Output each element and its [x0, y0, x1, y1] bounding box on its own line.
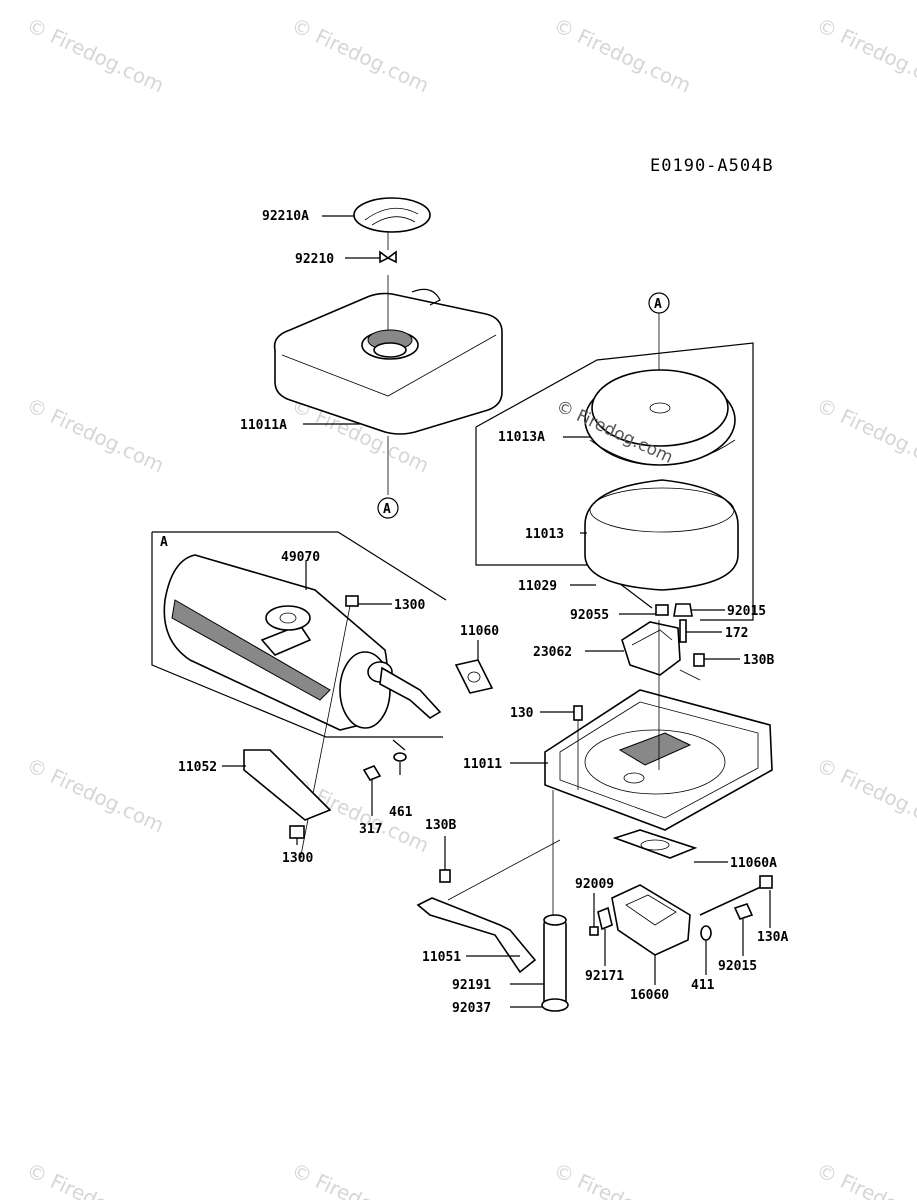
- clamp-92037: [510, 998, 569, 1012]
- bracket-11052: [222, 749, 332, 821]
- washer-461: [392, 739, 407, 775]
- callout-92171: 92171: [585, 969, 624, 984]
- callout-130B-upper: 130B: [743, 653, 774, 668]
- muffler-gasket: [454, 640, 494, 694]
- air-cleaner-cover: [273, 275, 503, 495]
- callout-11060: 11060: [460, 624, 499, 639]
- watermark: © Firedog.com: [813, 13, 917, 98]
- marker-label: A: [654, 297, 662, 312]
- air-cleaner-base: [510, 620, 773, 831]
- muffler: [163, 554, 442, 731]
- callout-11029: 11029: [518, 579, 557, 594]
- callout-11060A: 11060A: [730, 856, 777, 871]
- reference-marker-a-left: A: [377, 497, 399, 519]
- callout-130: 130: [510, 706, 534, 721]
- callout-130A: 130A: [757, 930, 788, 945]
- outer-element: [563, 369, 736, 466]
- watermark: © Firedog.com: [813, 1158, 917, 1200]
- nut-92015-lower: [733, 903, 754, 956]
- watermark: © Firedog.com: [288, 13, 433, 98]
- element-fasteners: [619, 603, 725, 643]
- callout-172: 172: [725, 626, 748, 641]
- callout-11052: 11052: [178, 760, 217, 775]
- callout-317: 317: [359, 822, 382, 837]
- nut-317: [362, 765, 382, 816]
- callout-92191: 92191: [452, 978, 491, 993]
- plate-92171: [597, 906, 613, 966]
- watermark-layer: © Firedog.com © Firedog.com © Firedog.co…: [23, 13, 917, 1200]
- callout-130B-lower: 130B: [425, 818, 456, 833]
- watermark: © Firedog.com: [23, 1158, 168, 1200]
- wing-nut: [345, 232, 397, 264]
- air-cleaner-cap: [322, 197, 431, 233]
- stay-11051: [416, 839, 561, 974]
- callout-411: 411: [691, 978, 715, 993]
- callout-1300-lower: 1300: [282, 851, 313, 866]
- watermark: © Firedog.com: [288, 1158, 433, 1200]
- screw-92009: [589, 893, 599, 936]
- group-letter: A: [160, 535, 168, 550]
- watermark: © Firedog.com: [23, 753, 168, 838]
- bracket-23062: [585, 621, 740, 681]
- callout-461: 461: [389, 805, 413, 820]
- callout-11011: 11011: [463, 757, 502, 772]
- callout-92037: 92037: [452, 1001, 491, 1016]
- callout-92210A: 92210A: [262, 209, 309, 224]
- bolt-130A: [699, 875, 773, 928]
- callout-49070: 49070: [281, 550, 320, 565]
- element-box-outline: [475, 342, 754, 621]
- bolt-130B-lower: [439, 836, 451, 883]
- hose-92191: [510, 790, 567, 1011]
- callout-92015-upper: 92015: [727, 604, 766, 619]
- callout-23062: 23062: [533, 645, 572, 660]
- inner-element: [570, 479, 739, 591]
- callout-11013A: 11013A: [498, 430, 545, 445]
- callout-11013: 11013: [525, 527, 564, 542]
- watermark: © Firedog.com: [23, 393, 168, 478]
- washer-411: [700, 925, 712, 975]
- callout-11011A: 11011A: [240, 418, 287, 433]
- callout-92055: 92055: [570, 608, 609, 623]
- muffler-group-frame: A: [151, 531, 447, 738]
- callout-92210: 92210: [295, 252, 334, 267]
- gasket-11060A: [612, 829, 728, 863]
- callout-labels: 92210A 92210 11011A 11013A 11013 11029 9…: [178, 209, 788, 1016]
- diagram-code: E0190-A504B: [650, 156, 774, 176]
- callout-1300-upper: 1300: [394, 598, 425, 613]
- callout-11051: 11051: [422, 950, 461, 965]
- watermark: © Firedog.com: [550, 13, 695, 98]
- callout-92009: 92009: [575, 877, 614, 892]
- callout-92015-lower: 92015: [718, 959, 757, 974]
- bolt-1300-bottom: [289, 825, 305, 845]
- marker-label: A: [383, 502, 391, 517]
- watermark: © Firedog.com: [813, 393, 917, 478]
- breather-16060: [611, 884, 691, 985]
- watermark: © Firedog.com: [23, 13, 168, 98]
- watermark: © Firedog.com: [550, 1158, 695, 1200]
- watermark: © Firedog.com: [813, 753, 917, 838]
- callout-16060: 16060: [630, 988, 669, 1003]
